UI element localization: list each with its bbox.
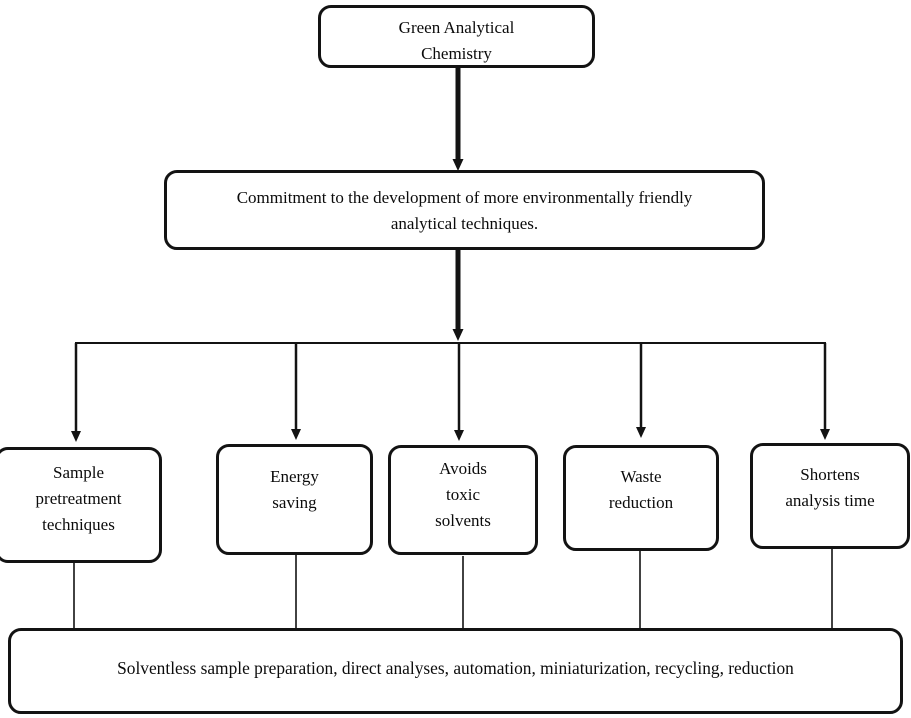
node-branch-3-label: Avoids toxic solvents — [435, 459, 491, 530]
node-commitment-label: Commitment to the development of more en… — [236, 188, 693, 233]
node-branch-5-label: Shortens analysis time — [785, 465, 875, 510]
node-summary-techniques: Solventless sample preparation, direct a… — [8, 628, 903, 714]
node-root-label: Green Analytical Chemistry — [398, 18, 515, 63]
node-summary-label: Solventless sample preparation, direct a… — [117, 658, 794, 678]
node-waste-reduction: Waste reduction — [563, 445, 719, 551]
node-branch-1-label: Sample pretreatment techniques — [35, 463, 122, 534]
node-green-analytical-chemistry: Green Analytical Chemistry — [318, 5, 595, 68]
node-energy-saving: Energy saving — [216, 444, 373, 555]
node-sample-pretreatment-techniques: Sample pretreatment techniques — [0, 447, 162, 563]
node-branch-4-label: Waste reduction — [608, 467, 674, 512]
node-avoids-toxic-solvents: Avoids toxic solvents — [388, 445, 538, 555]
node-commitment: Commitment to the development of more en… — [164, 170, 765, 250]
node-branch-2-label: Energy saving — [270, 467, 319, 512]
node-shortens-analysis-time: Shortens analysis time — [750, 443, 910, 549]
